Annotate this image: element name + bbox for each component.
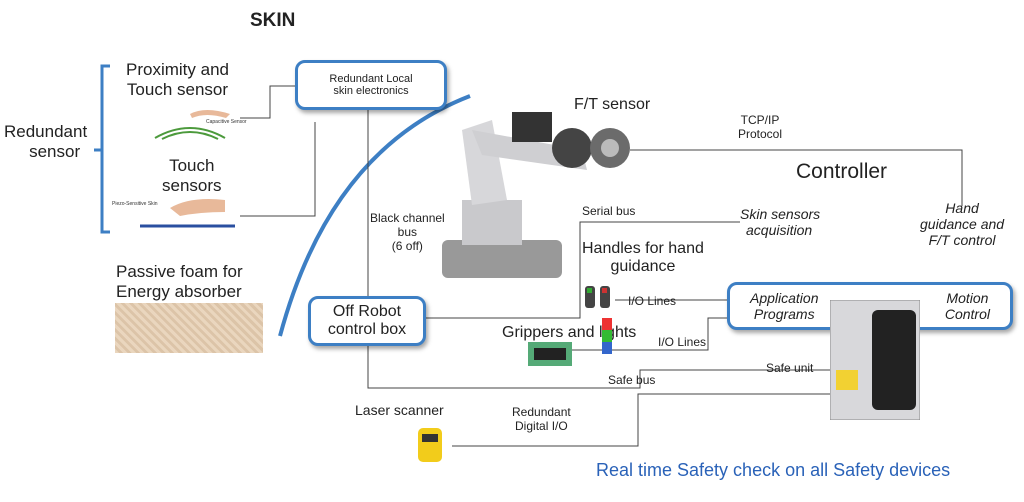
footer-text: Real time Safety check on all Safety dev… bbox=[596, 460, 951, 480]
line-serial-bus bbox=[418, 221, 740, 319]
foam-label: Passive foam for Energy absorber bbox=[116, 262, 243, 301]
proximity-label: Proximity and Touch sensor bbox=[126, 60, 229, 99]
robot-arm-image bbox=[442, 112, 630, 278]
redundant-sensor-label: Redundant sensor bbox=[4, 122, 88, 161]
tcp-ip-label: TCP/IP Protocol bbox=[738, 113, 783, 141]
line-ft-to-controller bbox=[630, 149, 963, 206]
ft-sensor-label: F/T sensor bbox=[574, 96, 651, 113]
line-io-2 bbox=[560, 317, 727, 351]
black-channel-label: Black channel bus (6 off) bbox=[370, 211, 445, 253]
redundant-io-label: Redundant Digital I/O bbox=[512, 405, 571, 433]
serial-bus-label: Serial bus bbox=[582, 204, 636, 218]
motion-control-label: Motion Control bbox=[944, 290, 990, 322]
capacitive-caption: Capacitive Sensor bbox=[206, 119, 247, 125]
touch-sensor-icon bbox=[140, 199, 235, 228]
laser-scanner-icon bbox=[418, 428, 442, 462]
gripper-icon bbox=[528, 342, 572, 366]
line-electronics-to-safebus bbox=[367, 106, 830, 389]
sensor-bracket bbox=[94, 64, 110, 234]
controller-cabinet-image bbox=[830, 300, 920, 420]
handles-label: Handles for hand guidance bbox=[582, 240, 704, 276]
skin-title: SKIN bbox=[250, 10, 296, 31]
io-lines-2-label: I/O Lines bbox=[658, 335, 707, 349]
hand-guidance-ft-label: Hand guidance and F/T control bbox=[920, 200, 1005, 249]
line-proximity-to-electronics bbox=[240, 85, 295, 119]
piezo-caption: Piezo-Sensitive Skin bbox=[112, 201, 158, 207]
safe-bus-label: Safe bus bbox=[608, 373, 656, 387]
off-robot-box: Off Robot control box bbox=[308, 296, 426, 346]
line-laser-to-safeunit bbox=[452, 393, 830, 447]
grippers-label: Grippers and lights bbox=[502, 324, 637, 341]
line-touch-to-electronics bbox=[240, 122, 316, 217]
laser-scanner-label: Laser scanner bbox=[355, 402, 444, 418]
local-electronics-box: Redundant Local skin electronics bbox=[295, 60, 447, 110]
io-lines-1-label: I/O Lines bbox=[628, 294, 677, 308]
skin-arc bbox=[278, 94, 471, 337]
skin-acquisition-label: Skin sensors acquisition bbox=[740, 206, 821, 239]
signal-light-icon bbox=[602, 318, 612, 354]
capacitive-sensor-icon bbox=[154, 110, 230, 140]
safe-unit-label: Safe unit bbox=[766, 361, 814, 375]
handle-icon bbox=[585, 286, 610, 308]
foam-texture-image bbox=[115, 303, 263, 353]
application-programs-label: Application Programs bbox=[750, 290, 819, 322]
touch-sensors-label: Touch sensors bbox=[162, 156, 222, 195]
controller-label: Controller bbox=[796, 160, 888, 183]
